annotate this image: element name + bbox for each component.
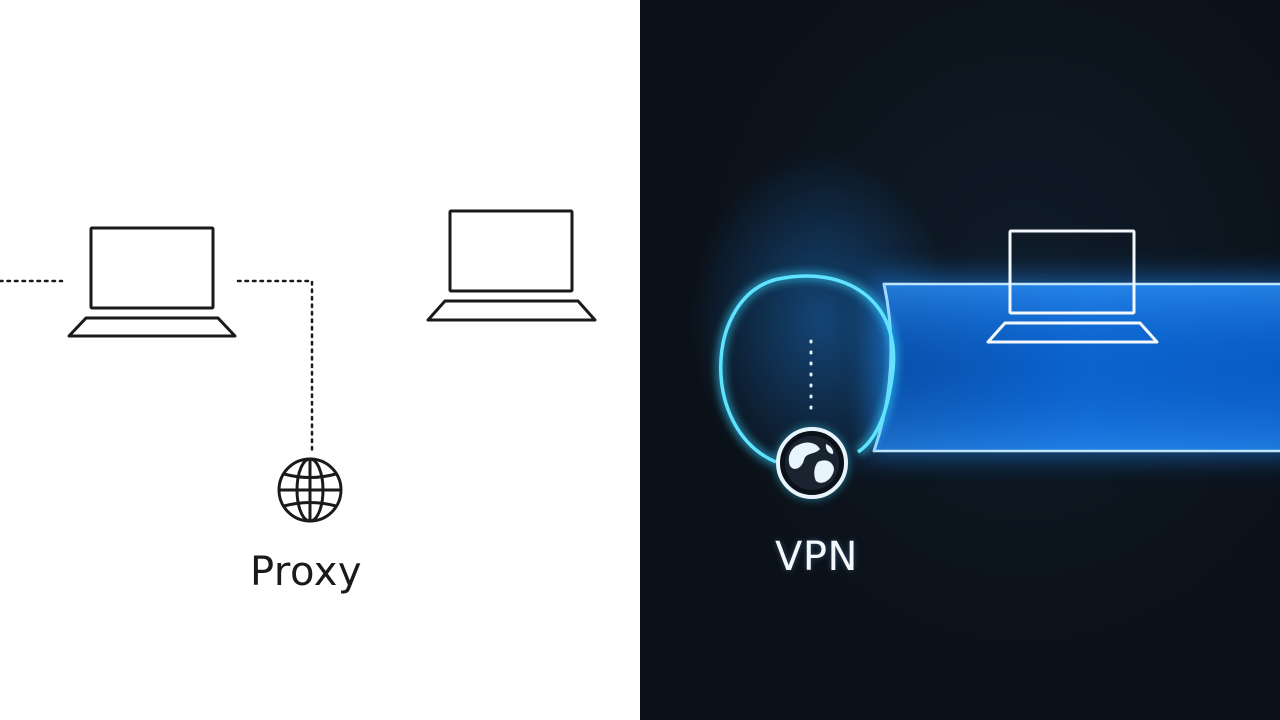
proxy-panel xyxy=(0,0,640,720)
laptop-icon xyxy=(986,229,1159,344)
vpn-ring xyxy=(715,270,899,467)
globe-icon xyxy=(277,457,343,523)
laptop-icon xyxy=(67,226,237,338)
tunnel-edges xyxy=(871,281,1280,454)
dotted-connector-to-proxy xyxy=(236,279,314,452)
laptop-icon xyxy=(426,209,597,322)
globe-icon xyxy=(774,425,850,501)
vpn-diagram xyxy=(690,150,1280,501)
proxy-diagram xyxy=(0,209,597,523)
vpn-label: VPN xyxy=(775,534,858,580)
proxy-label: Proxy xyxy=(250,549,363,595)
